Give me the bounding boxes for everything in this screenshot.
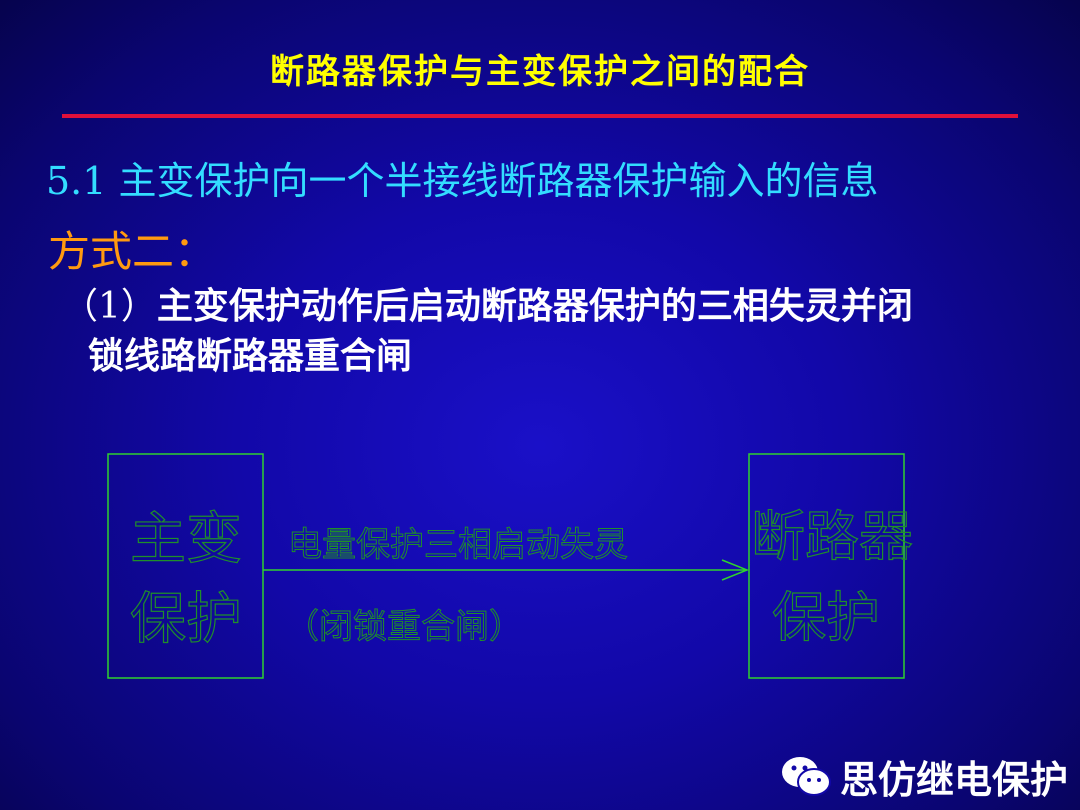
brand-name: 思仿继电保护 xyxy=(839,758,1068,802)
arrow-label-top: 电量保护三相启动失灵 xyxy=(288,525,628,565)
title-divider xyxy=(62,114,1018,118)
list-item: （1）主变保护动作后启动断路器保护的三相失灵并闭 锁线路断路器重合闸 xyxy=(62,282,1052,382)
section-heading: 5.1 主变保护向一个半接线断路器保护输入的信息 xyxy=(46,159,879,203)
right-box-label-1: 断路器 xyxy=(751,505,913,568)
arrow-label-bottom: （闭锁重合闸） xyxy=(285,607,523,647)
wechat-icon xyxy=(781,756,831,796)
item-line-2: 锁线路断路器重合闸 xyxy=(88,336,413,377)
slide-title: 断路器保护与主变保护之间的配合 xyxy=(270,52,810,92)
main-transformer-protection-box xyxy=(107,453,264,679)
item-line-1: 主变保护动作后启动断路器保护的三相失灵并闭 xyxy=(156,286,913,327)
item-number: （1） xyxy=(62,286,157,327)
right-box-label-2: 保护 xyxy=(772,586,880,649)
breaker-protection-box xyxy=(748,453,905,679)
method-label: 方式二： xyxy=(48,227,217,276)
left-box-label-1: 主变 xyxy=(130,507,242,572)
footer-brand: 思仿继电保护 xyxy=(780,749,1068,804)
arrow-head xyxy=(721,559,750,581)
left-box-label-2: 保护 xyxy=(130,587,242,652)
